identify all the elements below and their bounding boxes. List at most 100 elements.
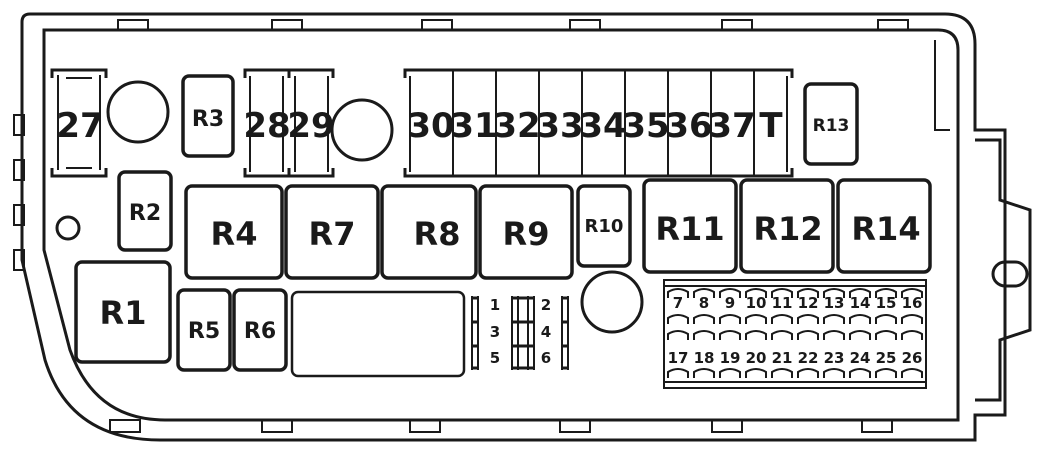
mini-fuse-socket: [875, 368, 897, 378]
mini-fuse-label-18: 18: [694, 349, 715, 367]
mini-fuse-socket: [797, 368, 819, 378]
mini-fuse-label-14: 14: [850, 294, 871, 312]
mini-fuse-socket: [797, 330, 819, 340]
mini-fuse-socket: [797, 288, 819, 298]
mini-fuse-label-10: 10: [746, 294, 767, 312]
mini-fuse-socket: [797, 314, 819, 324]
relays: R3 R13 R2 R4 R7 R8 R9 R10: [74, 74, 932, 372]
small-fuses-1-6: 1 2 3 4 5 6: [471, 296, 569, 370]
mini-fuse-socket: [823, 368, 845, 378]
relay-r2: R2: [117, 170, 173, 252]
mini-fuse-label-8: 8: [699, 294, 709, 312]
mini-fuse-socket: [719, 314, 741, 324]
mini-fuse-socket: [693, 288, 715, 298]
mini-fuse-socket: [667, 314, 689, 324]
relay-r7: R7: [284, 184, 380, 280]
mini-fuse-socket: [719, 330, 741, 340]
fuse-label-37: 37: [708, 106, 755, 146]
relay-label-r13: R13: [813, 116, 850, 136]
mini-fuse-socket: [771, 288, 793, 298]
relay-label-r6: R6: [244, 319, 276, 344]
mounting-hole: [580, 270, 644, 334]
mini-fuse-socket: [849, 330, 871, 340]
mini-fuse-socket: [875, 314, 897, 324]
mini-fuse-socket: [745, 314, 767, 324]
relay-label-r11: R11: [655, 210, 724, 248]
mini-fuse-label-11: 11: [772, 294, 793, 312]
relay-r11: R11: [642, 178, 738, 274]
fuse-label-28: 28: [243, 106, 290, 146]
relay-r14: R14: [836, 178, 932, 274]
relay-r1: R1: [74, 260, 172, 364]
relay-r13: R13: [803, 82, 859, 166]
mini-fuse-socket: [901, 288, 923, 298]
mini-fuse-socket: [771, 330, 793, 340]
mini-fuse-label-26: 26: [902, 349, 923, 367]
small-fuse-label-6: 6: [541, 349, 551, 367]
mini-fuse-label-13: 13: [824, 294, 845, 312]
mini-fuse-socket: [719, 288, 741, 298]
mini-fuse-label-22: 22: [798, 349, 819, 367]
mini-fuse-socket: [693, 368, 715, 378]
housing-outline: [13, 12, 1032, 442]
mini-fuse-socket: [823, 288, 845, 298]
mini-fuse-socket: [693, 314, 715, 324]
relay-r8: R8: [380, 184, 478, 280]
fuse-block-30-37: 30 31 32 33 34 35 36 37 T: [403, 68, 794, 178]
small-fuse-label-4: 4: [541, 323, 551, 341]
mini-fuse-socket: [771, 314, 793, 324]
fuse-label-27: 27: [56, 106, 103, 146]
mini-fuse-socket: [901, 314, 923, 324]
fuse-label-32: 32: [493, 106, 540, 146]
fuse-label-35: 35: [622, 106, 669, 146]
mini-fuse-label-21: 21: [772, 349, 793, 367]
mini-fuse-label-17: 17: [668, 349, 689, 367]
mini-fuse-socket: [901, 368, 923, 378]
relay-r9: R9: [478, 184, 574, 280]
mini-fuse-socket: [667, 330, 689, 340]
relay-r3: R3: [181, 74, 235, 158]
mini-fuse-socket: [693, 330, 715, 340]
relay-r4: R4: [184, 184, 284, 280]
fuse-block-28-29: 28 29: [243, 68, 335, 178]
small-fuse-label-2: 2: [541, 296, 551, 314]
relay-label-r10: R10: [585, 216, 624, 237]
mini-fuse-label-20: 20: [746, 349, 767, 367]
mini-fuse-socket: [875, 288, 897, 298]
mini-fuse-block: 7 8 9 10 11 12 13 14 15 16 17 18 19 20 2…: [663, 279, 927, 389]
relay-label-r14: R14: [851, 210, 920, 248]
mini-fuse-socket: [745, 368, 767, 378]
relay-label-r7: R7: [309, 215, 356, 253]
small-fuse-label-1: 1: [490, 296, 500, 314]
mini-fuse-socket: [849, 314, 871, 324]
fuse-label-t: T: [759, 106, 783, 146]
mini-fuse-label-25: 25: [876, 349, 897, 367]
mini-fuse-label-19: 19: [720, 349, 741, 367]
mini-fuse-socket: [875, 330, 897, 340]
mini-fuse-socket: [849, 368, 871, 378]
fuse-label-36: 36: [665, 106, 712, 146]
blank-cover: [290, 290, 466, 378]
relay-r6: R6: [232, 288, 288, 372]
mini-fuse-socket: [667, 288, 689, 298]
mini-fuse-label-7: 7: [673, 294, 683, 312]
mini-fuse-label-12: 12: [798, 294, 819, 312]
relay-label-r9: R9: [503, 215, 550, 253]
mini-fuse-socket: [823, 330, 845, 340]
relay-r12: R12: [739, 178, 835, 274]
mini-fuse-socket: [719, 368, 741, 378]
mini-fuse-socket: [849, 288, 871, 298]
fuse-label-34: 34: [579, 106, 626, 146]
relay-label-r8: R8: [414, 215, 461, 253]
small-fuse-label-3: 3: [490, 323, 500, 341]
mini-fuse-socket: [745, 288, 767, 298]
fuse-label-33: 33: [536, 106, 583, 146]
mini-fuse-socket: [823, 314, 845, 324]
relay-label-r3: R3: [192, 107, 224, 132]
mounting-holes: [55, 80, 644, 334]
mini-fuse-label-24: 24: [850, 349, 871, 367]
small-fuse-label-5: 5: [490, 349, 500, 367]
relay-r5: R5: [176, 288, 232, 372]
mini-fuse-socket: [745, 330, 767, 340]
fuse-27: 27: [50, 68, 108, 178]
